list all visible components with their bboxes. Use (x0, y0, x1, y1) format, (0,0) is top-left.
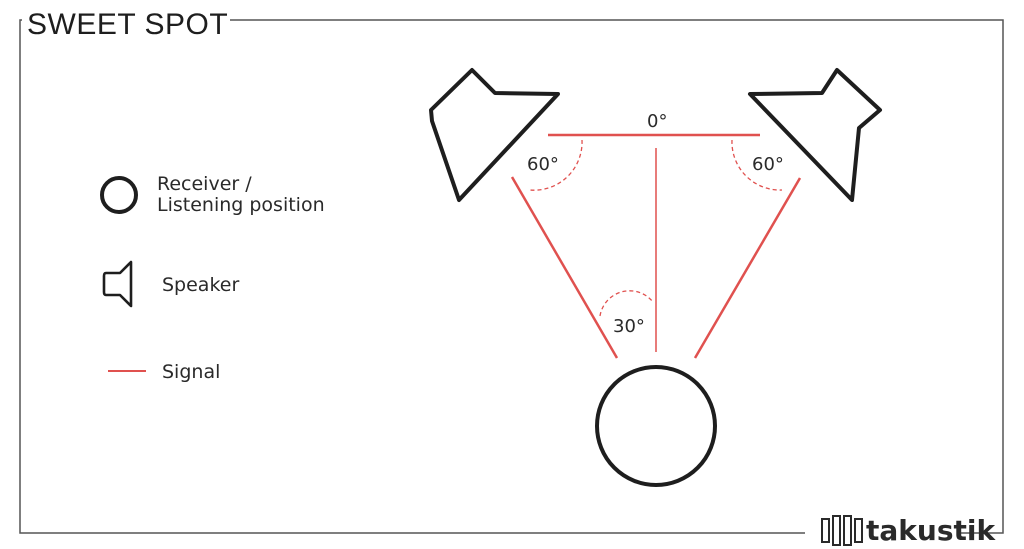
legend-receiver-label-line2: Listening position (157, 194, 325, 216)
listener-position (595, 365, 717, 487)
legend-speaker-label: Speaker (162, 274, 239, 296)
legend-signal-label: Signal (162, 361, 220, 383)
brand-name: takustik (866, 514, 996, 547)
left-speaker-signal (510, 176, 619, 359)
right-speaker (748, 68, 882, 202)
legend-receiver-label-line1: Receiver / (157, 173, 252, 195)
legend-speaker-icon (102, 260, 133, 308)
left-angle-arc (529, 139, 583, 191)
frame-border (19, 19, 1004, 534)
right-speaker-signal (693, 177, 802, 359)
angle-label-bottom: 30° (613, 316, 645, 337)
legend-receiver-icon (100, 176, 138, 214)
angle-label-top: 0° (647, 111, 667, 132)
left-speaker (429, 68, 560, 202)
takustik-logo-icon (821, 515, 863, 546)
right-angle-arc (731, 139, 783, 191)
angle-label-right: 60° (752, 154, 784, 175)
diagram-title: SWEET SPOT (27, 8, 228, 41)
angle-label-left: 60° (527, 154, 559, 175)
bottom-angle-arc (599, 290, 654, 317)
